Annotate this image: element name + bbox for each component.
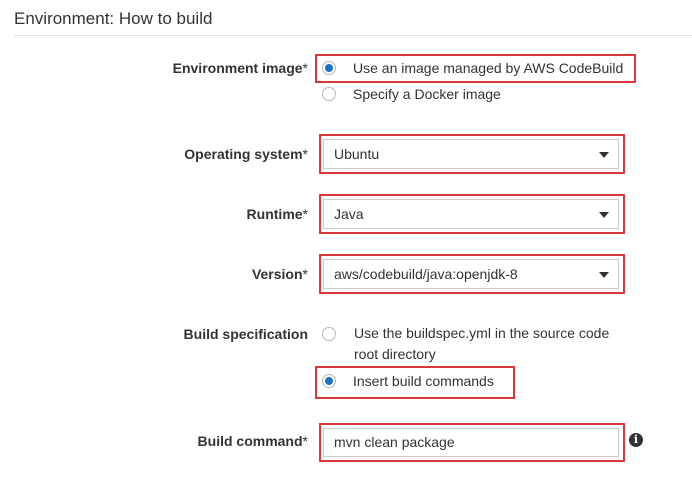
radio-insert-commands-label: Insert build commands: [353, 373, 494, 389]
radio-docker-image-label: Specify a Docker image: [353, 86, 501, 102]
build-command-input[interactable]: mvn clean package: [323, 428, 619, 457]
radio-managed-image[interactable]: Use an image managed by AWS CodeBuild: [322, 58, 623, 78]
operating-system-select[interactable]: Ubuntu: [323, 139, 619, 169]
environment-image-label: Environment image*: [172, 60, 308, 76]
version-label: Version*: [251, 266, 308, 282]
runtime-value: Java: [334, 206, 364, 222]
runtime-label: Runtime*: [246, 206, 308, 222]
info-icon[interactable]: i: [629, 433, 643, 447]
build-command-label: Build command*: [197, 433, 308, 449]
build-command-value: mvn clean package: [334, 434, 455, 450]
radio-insert-commands-button[interactable]: [322, 374, 336, 388]
runtime-select[interactable]: Java: [323, 199, 619, 229]
caret-down-icon: [599, 272, 609, 278]
radio-buildspec-file-label: Use the buildspec.yml in the source code…: [354, 323, 609, 365]
section-title: Environment: How to build: [14, 9, 213, 28]
radio-managed-image-button[interactable]: [322, 61, 336, 75]
radio-insert-commands[interactable]: Insert build commands: [322, 371, 494, 391]
version-value: aws/codebuild/java:openjdk-8: [334, 266, 518, 282]
radio-buildspec-file[interactable]: [322, 324, 336, 344]
caret-down-icon: [599, 152, 609, 158]
radio-docker-image[interactable]: Specify a Docker image: [322, 84, 501, 104]
operating-system-label: Operating system*: [184, 146, 308, 162]
radio-buildspec-file-label-line1: Use the buildspec.yml in the source code: [354, 325, 610, 341]
radio-buildspec-file-label-line2: root directory: [354, 346, 436, 362]
radio-docker-image-button[interactable]: [322, 87, 336, 101]
radio-managed-image-label: Use an image managed by AWS CodeBuild: [353, 60, 624, 76]
build-spec-label: Build specification: [183, 326, 308, 342]
version-select[interactable]: aws/codebuild/java:openjdk-8: [323, 259, 619, 289]
caret-down-icon: [599, 212, 609, 218]
radio-buildspec-file-button[interactable]: [322, 327, 336, 341]
section-divider: [14, 35, 692, 36]
operating-system-value: Ubuntu: [334, 146, 380, 162]
